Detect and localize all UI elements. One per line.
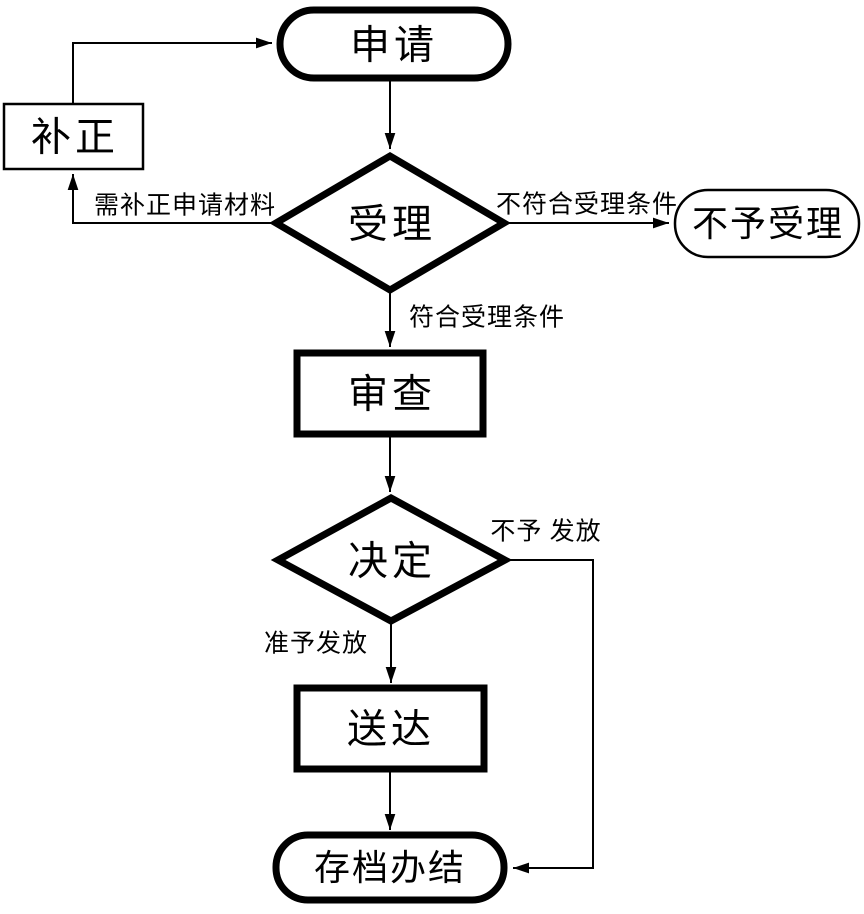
node-not-accept-shape (673, 188, 861, 259)
node-archive-shape (272, 831, 508, 904)
node-decide-label: 决定 (348, 539, 436, 584)
nodes (2, 6, 861, 904)
node-deliver-label: 送达 (347, 707, 435, 752)
edge-correction-to-apply (72, 37, 272, 104)
edge-label-meet-conditions: 符合受理条件 (409, 304, 565, 332)
edge-decide-to-archive (505, 559, 594, 874)
node-apply-shape (276, 6, 512, 82)
edge-labels: 需补正申请材料 不符合受理条件 符合受理条件 不予 发放 准予发放 (94, 191, 678, 658)
node-apply-label: 申请 (350, 23, 438, 68)
node-correction-shape (2, 102, 145, 171)
edge-label-deny-issue: 不予 发放 (490, 518, 601, 546)
edge-label-not-meet-conditions: 不符合受理条件 (496, 191, 678, 219)
node-review-label: 审查 (348, 372, 436, 417)
node-archive-label: 存档办结 (314, 848, 466, 888)
node-review-shape (293, 349, 487, 438)
node-accept-label: 受理 (348, 202, 436, 247)
node-accept-shape (269, 151, 511, 295)
node-decide-shape (270, 494, 513, 625)
edges (67, 37, 669, 874)
edge-accept-to-correction (67, 174, 276, 224)
node-deliver-shape (293, 684, 488, 773)
node-labels: 申请 补正 受理 不予受理 审查 决定 送达 存档办结 (31, 23, 844, 889)
edge-label-need-correction: 需补正申请材料 (94, 192, 276, 220)
edge-label-grant-issue: 准予发放 (264, 630, 368, 658)
node-correction-label: 补正 (31, 115, 119, 160)
node-not-accept-label: 不予受理 (692, 204, 844, 244)
